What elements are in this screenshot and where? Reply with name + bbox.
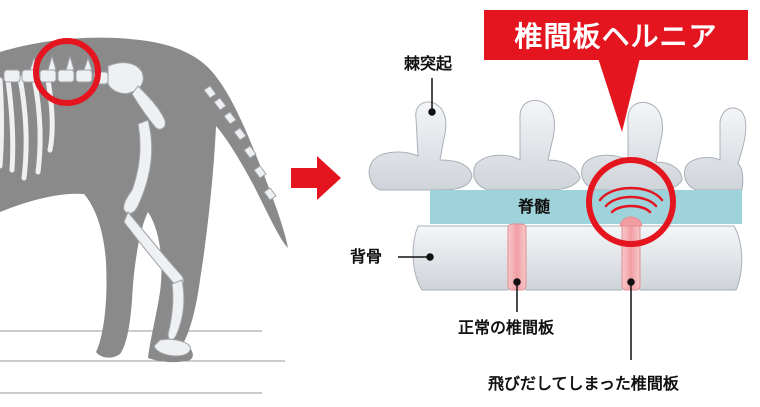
vertebral-bodies — [413, 226, 742, 290]
label-spinous-process: 棘突起 — [404, 56, 452, 72]
label-vertebra: 背骨 — [350, 249, 382, 265]
label-herniated-disc: 飛びだしてしまった椎間板 — [488, 376, 679, 392]
spinal-cord-band — [430, 190, 742, 224]
spine-cross-section — [369, 58, 746, 360]
dog-silhouette — [0, 38, 288, 363]
floor-lines — [0, 331, 285, 393]
right-arrow-icon — [291, 156, 341, 200]
label-spinal-cord: 脊髄 — [518, 199, 550, 215]
diagram-title: 椎間板ヘルニア — [484, 10, 748, 60]
label-normal-disc: 正常の椎間板 — [458, 320, 554, 336]
dog-illustration — [0, 38, 288, 393]
spinous-processes — [369, 100, 746, 190]
